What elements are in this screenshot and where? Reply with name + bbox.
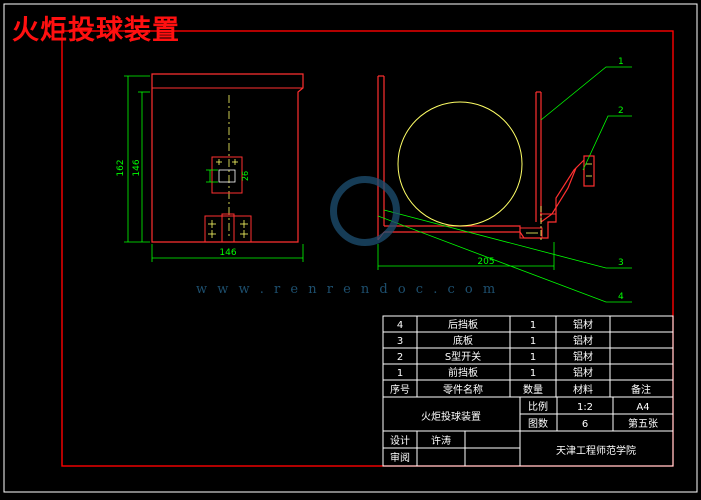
designer-label: 设计 [390, 434, 410, 447]
side-dimensions [377, 242, 555, 270]
sheet-number: 第五张 [628, 417, 658, 430]
header-qty: 数量 [523, 383, 543, 396]
part-name: 前挡板 [448, 366, 478, 379]
switch-tab [583, 155, 595, 187]
part-material: 铝材 [573, 366, 593, 379]
header-name: 零件名称 [443, 383, 483, 396]
drawing-no-label: 图数 [528, 417, 548, 430]
drawing-no-value: 6 [582, 419, 588, 430]
block-title: 火炬投球装置 [421, 410, 481, 423]
drawing-title: 火炬投球装置 [12, 15, 180, 46]
part-qty: 1 [530, 368, 536, 379]
scale-value: 1:2 [577, 402, 593, 413]
dim-height-inner: 146 [132, 159, 142, 176]
dim-side-width: 205 [477, 257, 494, 267]
review-label: 审阅 [390, 451, 410, 464]
dim-bracket-height: 26 [241, 171, 250, 181]
side-view [377, 75, 595, 241]
part-name: 底板 [453, 334, 473, 347]
part-no: 3 [397, 336, 403, 347]
switch-bracket [211, 156, 243, 194]
front-view [151, 73, 304, 243]
scale-label: 比例 [528, 400, 548, 413]
watermark-url: w w w . r e n r e n d o c . c o m [196, 282, 499, 297]
front-dimensions [124, 75, 304, 262]
part-name: S型开关 [445, 350, 481, 363]
balloon-1: 1 [618, 57, 624, 67]
designer-name: 许涛 [431, 434, 451, 447]
dim-height-outer: 162 [116, 159, 126, 176]
frame-border [61, 30, 674, 467]
dim-front-width: 146 [219, 248, 236, 258]
header-no: 序号 [390, 383, 410, 396]
balloon-2: 2 [618, 106, 624, 116]
outer-border [3, 3, 698, 493]
ball [397, 101, 523, 227]
part-qty: 1 [530, 320, 536, 331]
part-no: 1 [397, 368, 403, 379]
balloon-3: 3 [618, 258, 624, 268]
header-remark: 备注 [631, 383, 651, 396]
watermark-logo [330, 176, 400, 246]
part-no: 2 [397, 352, 403, 363]
part-no: 4 [397, 320, 403, 331]
part-qty: 1 [530, 352, 536, 363]
base-plate [384, 225, 521, 233]
part-material: 铝材 [573, 334, 593, 347]
title-block: 4 后挡板 1 铝材 3 底板 1 铝材 2 S型开关 1 铝材 1 前挡板 1… [382, 315, 674, 467]
school-name: 天津工程师范学院 [556, 444, 636, 457]
part-name: 后挡板 [448, 318, 478, 331]
leader-lines [377, 66, 632, 303]
part-material: 铝材 [573, 350, 593, 363]
bracket-slot [218, 169, 236, 183]
balloon-4: 4 [618, 292, 624, 302]
front-plate [151, 73, 304, 243]
header-material: 材料 [573, 383, 593, 396]
part-qty: 1 [530, 336, 536, 347]
part-material: 铝材 [573, 318, 593, 331]
paper-size: A4 [636, 402, 649, 413]
base-bracket [204, 215, 252, 243]
